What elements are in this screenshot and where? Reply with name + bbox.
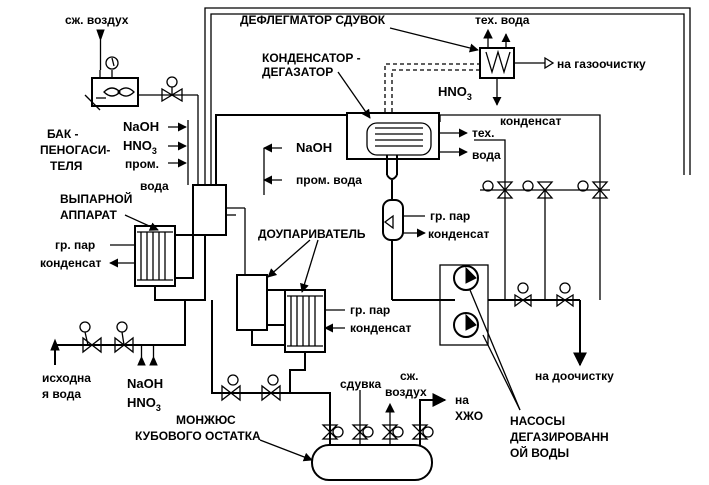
label-condenser-2: ДЕГАЗАТОР bbox=[262, 65, 333, 79]
label-post-evaporator: ДОУПАРИВАТЕЛЬ bbox=[258, 227, 366, 241]
label-air-bottom-1: сж. bbox=[400, 369, 419, 383]
right-pipe-network bbox=[439, 114, 610, 300]
label-naoh-mid: NaOH bbox=[296, 140, 332, 155]
label-prom-voda-mid: пром. вода bbox=[296, 173, 362, 187]
foam-tank bbox=[91, 56, 139, 107]
label-naoh-left: NaOH bbox=[123, 119, 159, 134]
label-montejus-2: КУБОВОГО ОСТАТКА bbox=[135, 429, 261, 443]
label-condensate-top: конденсат bbox=[500, 114, 561, 128]
label-montejus-1: МОНЖЮС bbox=[176, 413, 236, 427]
label-hno3-left: HNO3 bbox=[123, 138, 157, 156]
label-condenser-1: КОНДЕНСАТОР - bbox=[262, 51, 361, 65]
bottoms-to-montejus bbox=[211, 300, 331, 420]
label-to-lrw-2: ХЖО bbox=[455, 409, 483, 423]
montejus-connections bbox=[321, 390, 447, 445]
condenser-vent-lines bbox=[384, 63, 480, 112]
condenser-leader bbox=[337, 71, 371, 119]
label-pumps-3: ОЙ ВОДЫ bbox=[510, 445, 569, 460]
montejus-leader bbox=[259, 439, 313, 462]
vapor-to-condenser bbox=[215, 114, 347, 185]
valve-right-1 bbox=[482, 180, 514, 199]
post-evaporator-heater bbox=[284, 289, 345, 353]
label-condensate-right: конденсат bbox=[428, 227, 489, 241]
source-water-line bbox=[50, 300, 186, 366]
evaporator-leader bbox=[124, 214, 159, 231]
label-steam-left: гр. пар bbox=[55, 238, 95, 252]
compressed-air-inlet-top bbox=[96, 29, 105, 70]
label-pumps-2: ДЕГАЗИРОВАНН bbox=[510, 430, 609, 444]
pump-outlet-valves bbox=[514, 282, 587, 367]
evaporator-separator bbox=[192, 184, 246, 275]
label-evaporator-1: ВЫПАРНОЙ bbox=[60, 191, 132, 206]
foam-tank-leader bbox=[84, 94, 101, 111]
label-to-post-cleaning: на доочистку bbox=[535, 369, 614, 383]
label-steam-right: гр. пар bbox=[430, 209, 470, 223]
valve-right-2 bbox=[522, 180, 554, 199]
label-hno3-bottom: HNO3 bbox=[127, 395, 161, 413]
label-process-water-top: тех. вода bbox=[475, 13, 530, 27]
degassed-water-pumps bbox=[439, 264, 580, 346]
label-foam-tank-1: БАК - bbox=[47, 127, 79, 141]
label-condensate-post: конденсат bbox=[350, 321, 411, 335]
reagent-feeds-left bbox=[168, 120, 189, 185]
pumps-leaders bbox=[469, 289, 521, 411]
label-naoh-bottom: NaOH bbox=[127, 376, 163, 391]
label-source-water-1: исходна bbox=[42, 371, 91, 385]
valve-right-3 bbox=[577, 180, 609, 199]
label-hno3-top: HNO3 bbox=[438, 84, 472, 102]
label-to-gas-cleaning: на газоочистку bbox=[557, 57, 646, 71]
vapor-lines-to-dephlegmator bbox=[204, 7, 691, 185]
label-voda-right: вода bbox=[472, 148, 501, 162]
label-foam-tank-3: ТЕЛЯ bbox=[50, 159, 82, 173]
label-dephlegmator: ДЕФЛЕГМАТОР СДУВОК bbox=[240, 13, 386, 27]
label-air-bottom-2: воздух bbox=[385, 385, 427, 399]
montejus-vessel bbox=[311, 444, 433, 481]
evaporator-heater bbox=[109, 225, 206, 301]
label-voda-left: вода bbox=[140, 179, 169, 193]
label-evaporator-2: АППАРАТ bbox=[60, 208, 117, 222]
label-compressed-air-top: сж. воздух bbox=[65, 13, 129, 27]
label-source-water-2: я вода bbox=[42, 387, 81, 401]
degasser-cooler bbox=[382, 199, 455, 301]
foam-tank-valve bbox=[138, 76, 199, 185]
label-tech-right: тех. bbox=[472, 126, 494, 140]
label-condensate-left: конденсат bbox=[40, 256, 101, 270]
post-evaporator-feeds bbox=[226, 143, 282, 216]
label-foam-tank-2: ПЕНОГАСИ- bbox=[40, 143, 110, 157]
dephlegmator bbox=[479, 28, 555, 106]
label-pumps-1: НАСОСЫ bbox=[510, 414, 565, 428]
post-evaporator-leaders bbox=[267, 239, 319, 293]
label-prom-left: пром. bbox=[125, 157, 159, 171]
label-to-lrw-1: на bbox=[455, 393, 469, 407]
post-evaporator-separator bbox=[236, 274, 285, 346]
dephlegmator-leader bbox=[389, 27, 479, 53]
label-blowdown: сдувка bbox=[340, 377, 381, 391]
label-steam-post: гр. пар bbox=[350, 303, 390, 317]
condenser-degasser bbox=[346, 112, 468, 200]
